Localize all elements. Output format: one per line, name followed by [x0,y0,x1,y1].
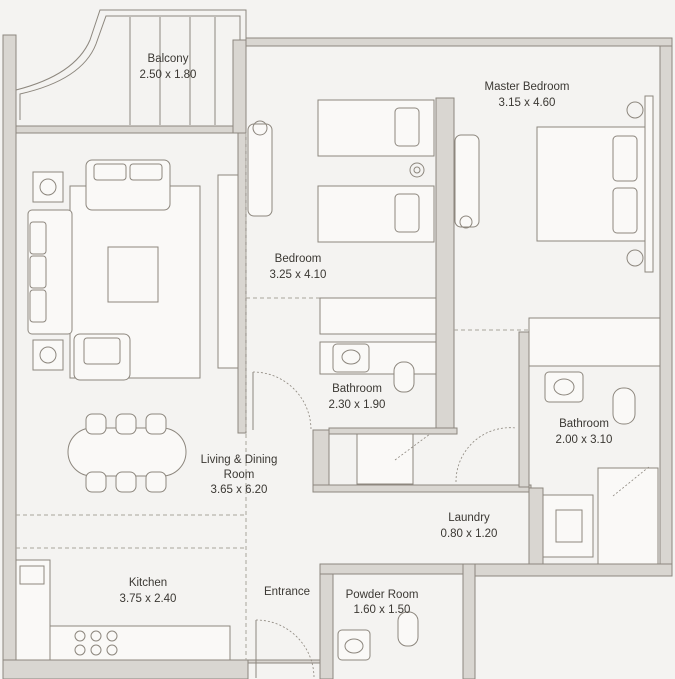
kitchen-dims: 3.75 x 2.40 [120,593,177,605]
master-bedroom-dims: 3.15 x 4.60 [499,97,556,109]
bathroom-1-label: Bathroom [332,383,382,395]
bedroom-furniture [246,99,437,335]
living-dining-label-2: Room [224,469,255,481]
entrance-label: Entrance [264,586,310,598]
master-bedroom-label: Master Bedroom [484,81,569,93]
living-dining-label: Living & Dining [201,454,278,466]
balcony-railing [15,9,247,126]
balcony-dims: 2.50 x 1.80 [140,69,197,81]
room-labels: Balcony 2.50 x 1.80 Bedroom 3.25 x 4.10 … [120,53,613,616]
laundry-dims: 0.80 x 1.20 [441,528,498,540]
powder-room-dims: 1.60 x 1.50 [354,604,411,616]
bathroom-2-dims: 2.00 x 3.10 [556,434,613,446]
kitchen-label: Kitchen [129,577,167,589]
misc-fixtures [245,133,594,679]
balcony-label: Balcony [148,53,189,65]
master-bedroom-furniture [454,95,661,367]
bedroom-dims: 3.25 x 4.10 [270,269,327,281]
living-furniture [27,159,239,493]
bedroom-label: Bedroom [275,253,322,265]
walls [2,34,673,679]
living-dining-dims: 3.65 x 6.20 [211,484,268,496]
bathroom-2-label: Bathroom [559,418,609,430]
bathroom-fixtures [319,341,659,565]
laundry-label: Laundry [448,512,490,524]
kitchen-units [15,514,246,661]
bathroom-1-dims: 2.30 x 1.90 [329,399,386,411]
powder-room-label: Powder Room [346,589,419,601]
